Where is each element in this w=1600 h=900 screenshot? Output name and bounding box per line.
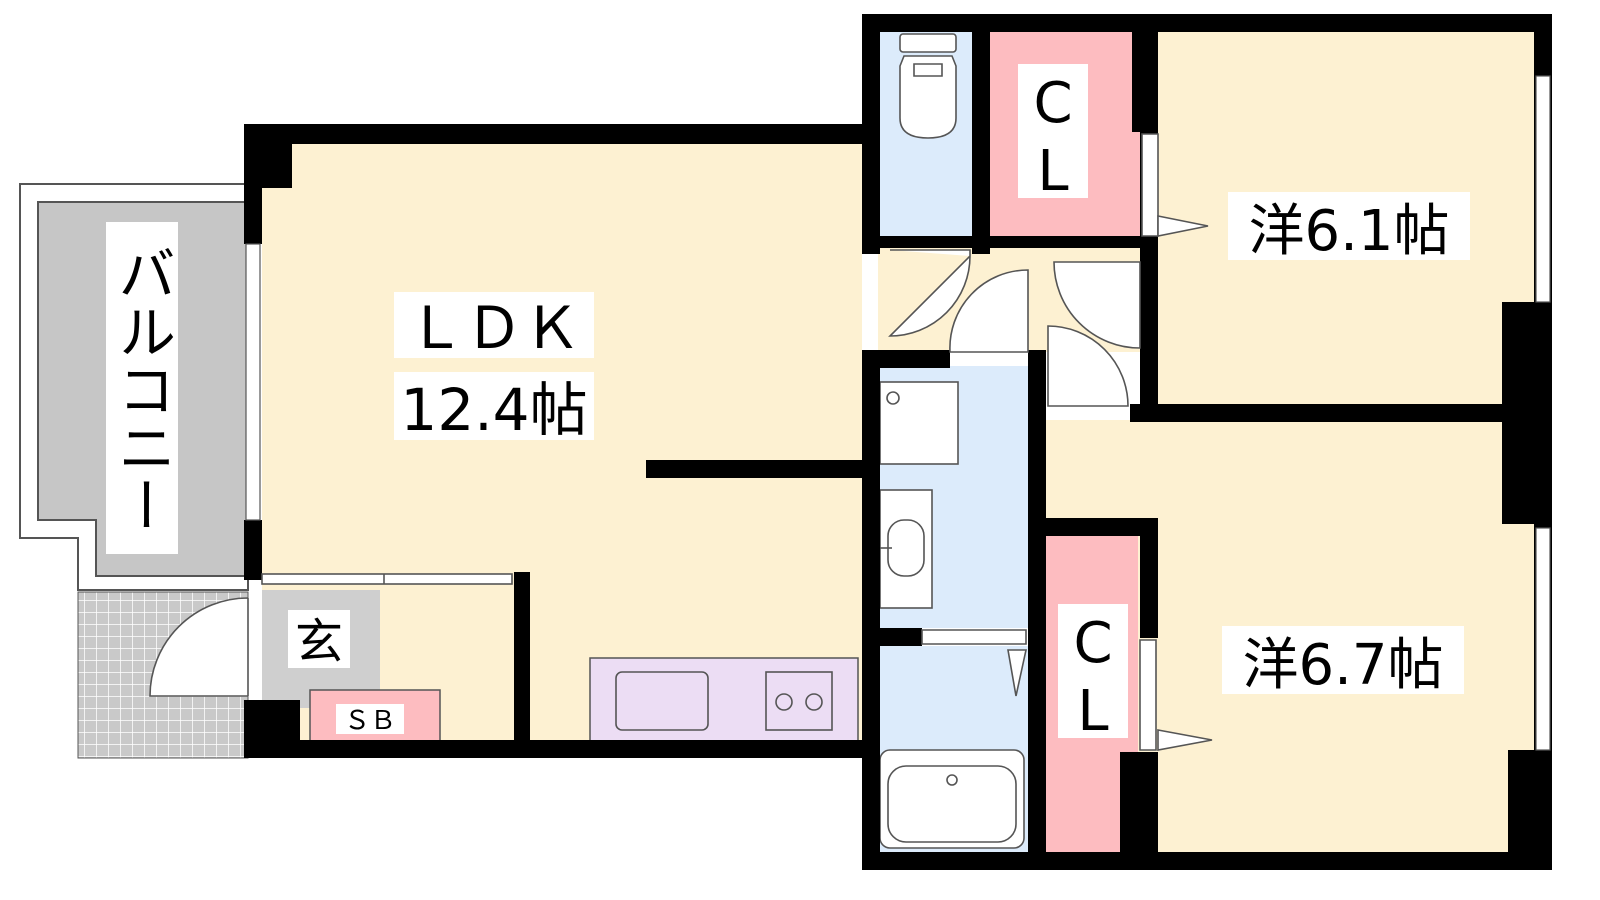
- closet2-door[interactable]: [1139, 639, 1157, 751]
- windows: [245, 75, 1551, 751]
- ldk-name: ＬＤＫ: [407, 294, 581, 362]
- closet1-door[interactable]: [1141, 133, 1159, 237]
- fixtures: [615, 33, 1025, 849]
- entry-door[interactable]: [149, 597, 249, 697]
- western2-label: 洋6.7帖: [1242, 633, 1443, 698]
- shoebox-label: ＳＢ: [344, 706, 396, 736]
- bathtub-icon: [879, 749, 1025, 849]
- western1-label: 洋6.1帖: [1248, 199, 1449, 264]
- ldk-sliding-door[interactable]: [261, 573, 513, 585]
- closet1-c: C: [1033, 71, 1072, 136]
- western1-door[interactable]: [1053, 261, 1141, 349]
- window-western1: [1535, 75, 1551, 303]
- washer-space: [879, 381, 959, 465]
- closet2-l: L: [1077, 679, 1108, 744]
- kitchen-sink-icon: [615, 671, 709, 731]
- window-ldk: [245, 243, 261, 521]
- toilet-door[interactable]: [888, 249, 971, 337]
- closet1-l: L: [1037, 139, 1068, 204]
- western2-door[interactable]: [1047, 325, 1129, 407]
- toilet-icon: [899, 33, 957, 139]
- drain-icon: [886, 391, 900, 405]
- washroom-door[interactable]: [949, 269, 1029, 353]
- balcony-label-bg: [106, 222, 178, 554]
- balcony-label: バルコニー: [108, 244, 176, 534]
- ldk-area: 12.4帖: [400, 376, 587, 444]
- entrance-label: 玄: [295, 614, 343, 670]
- window-western2: [1535, 527, 1551, 751]
- closet2-c: C: [1073, 611, 1112, 676]
- walls: [244, 14, 1552, 870]
- stove-icon: [765, 671, 833, 731]
- balcony: バルコニー: [19, 183, 249, 591]
- bath-door[interactable]: [921, 629, 1027, 645]
- room-labels: ＬＤＫ 12.4帖 C L 洋6.1帖 C L 洋6.7帖 玄 ＳＢ: [288, 64, 1470, 744]
- doors: [149, 133, 1213, 751]
- floor-fills: [262, 32, 1534, 852]
